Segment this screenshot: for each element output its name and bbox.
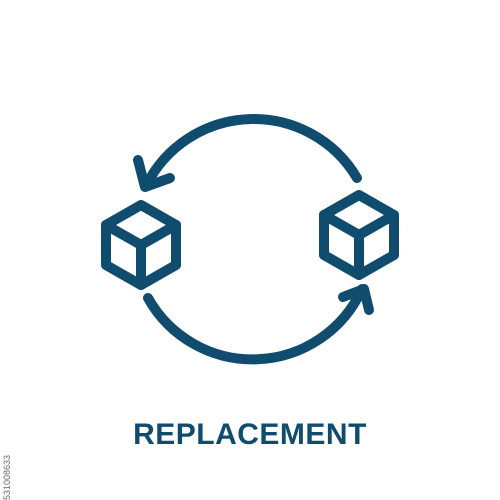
cube-icon	[101, 200, 181, 290]
stock-id-text: 531008633	[2, 454, 12, 500]
cube-icon	[319, 190, 399, 280]
icon-caption: REPLACEMENT	[133, 418, 367, 451]
curved-arrow-right-icon	[143, 284, 374, 365]
curved-arrow-left-icon	[133, 114, 362, 192]
